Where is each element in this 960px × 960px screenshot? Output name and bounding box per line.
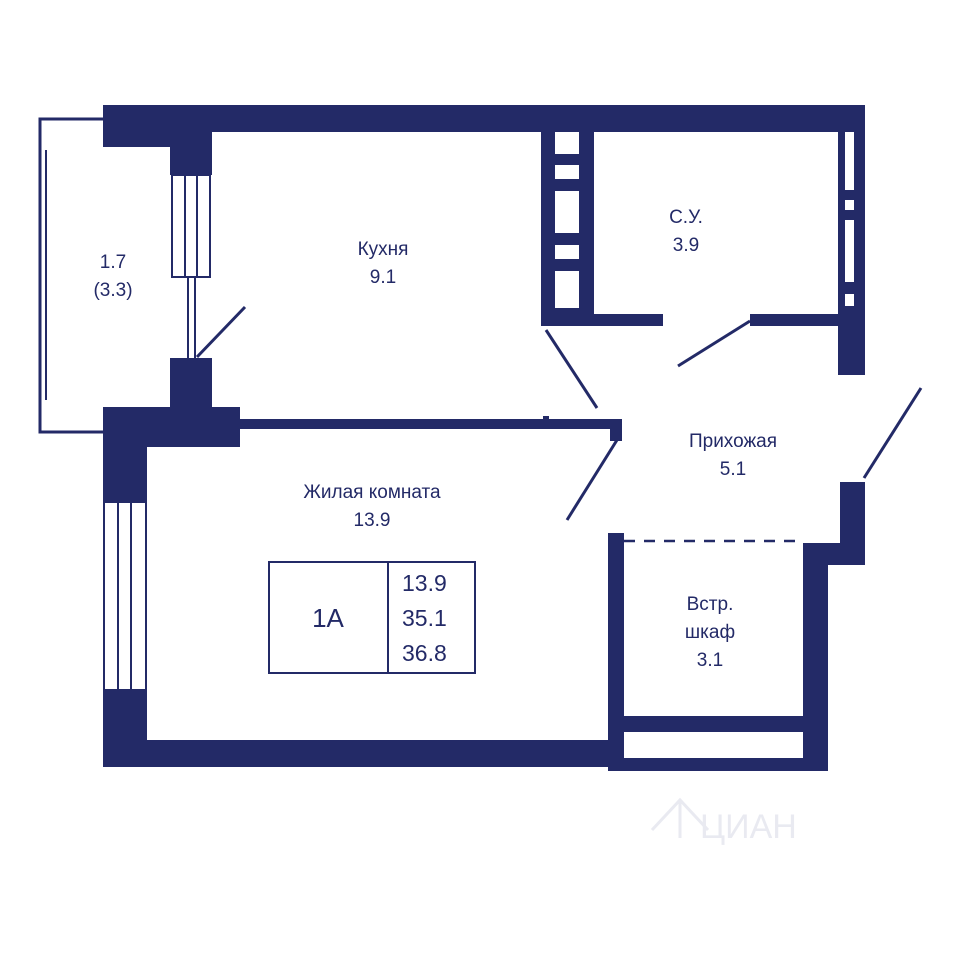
room-labels: 1.7 (3.3) Кухня 9.1 С.У. 3.9 Прихожая 5.… xyxy=(93,207,777,671)
bathroom-area: 3.9 xyxy=(673,235,699,256)
wall-column-top xyxy=(170,130,212,175)
door-kitchen-balcony xyxy=(195,305,247,359)
vent-hole xyxy=(845,200,854,210)
vent-hole xyxy=(845,132,854,190)
door-living xyxy=(565,439,619,521)
wall-living-left xyxy=(103,407,147,502)
kitchen-name: Кухня xyxy=(358,239,409,260)
vent-hole xyxy=(845,294,854,306)
apartment-code: 1А xyxy=(312,603,344,633)
living-area: 13.9 xyxy=(354,510,391,531)
bathroom-name: С.У. xyxy=(669,207,703,228)
cian-house-icon xyxy=(650,797,710,838)
hallway-name: Прихожая xyxy=(689,431,777,452)
door-entrance xyxy=(862,387,923,479)
total-area-value: 35.1 xyxy=(402,605,447,631)
closet-name-line1: Встр. xyxy=(687,594,734,615)
closet-area: 3.1 xyxy=(697,650,723,671)
info-box: 1А 13.9 35.1 36.8 xyxy=(268,561,476,674)
watermark-text: ЦИАН xyxy=(700,808,797,846)
wall-closet-bottom-outer xyxy=(608,758,828,771)
wall-closet-bottom xyxy=(608,716,828,732)
vent-hole xyxy=(845,220,854,282)
ventilation-shafts xyxy=(555,132,854,756)
wall-right-lower xyxy=(840,482,865,565)
vent-hole xyxy=(626,734,640,756)
living-name: Жилая комната xyxy=(303,482,441,503)
vent-hole xyxy=(703,734,731,756)
living-area-value: 13.9 xyxy=(402,570,447,596)
wall-kitchen-living-thin xyxy=(210,419,622,429)
windows xyxy=(103,174,211,691)
door-bathroom xyxy=(677,319,751,368)
vent-hole xyxy=(555,132,579,154)
vent-hole xyxy=(555,245,579,259)
vent-hole xyxy=(555,191,579,233)
wall-closet-right xyxy=(803,543,828,771)
info-box-frame xyxy=(268,561,476,674)
wall-bottom xyxy=(103,740,613,767)
balcony-door-window xyxy=(171,174,211,278)
hallway-area: 5.1 xyxy=(720,459,746,480)
balcony-outline xyxy=(38,117,103,434)
kitchen-area: 9.1 xyxy=(370,267,396,288)
top-wall xyxy=(103,105,865,132)
watermark: ЦИАН xyxy=(650,797,797,846)
door-swings xyxy=(195,305,923,543)
balcony-area-full: (3.3) xyxy=(93,280,132,301)
vent-hole xyxy=(555,165,579,179)
walls xyxy=(103,105,865,771)
full-area-value: 36.8 xyxy=(402,640,447,666)
vent-hole xyxy=(775,734,800,756)
vent-hole xyxy=(740,734,765,756)
wall-bathroom-bottom-right xyxy=(750,314,840,326)
living-window xyxy=(103,501,147,691)
balcony-area: 1.7 xyxy=(100,252,126,273)
wall-living-closet xyxy=(608,533,624,765)
wall-kitchen-living-end xyxy=(610,419,622,441)
vent-hole xyxy=(555,271,579,308)
closet-name-line2: шкаф xyxy=(685,622,735,643)
door-kitchen-hall xyxy=(544,329,599,409)
wall-tick xyxy=(543,416,549,422)
vent-hole xyxy=(676,734,690,756)
vent-hole xyxy=(651,734,665,756)
balcony-frame xyxy=(38,117,103,434)
wall-bathroom-bottom-left xyxy=(541,314,663,326)
